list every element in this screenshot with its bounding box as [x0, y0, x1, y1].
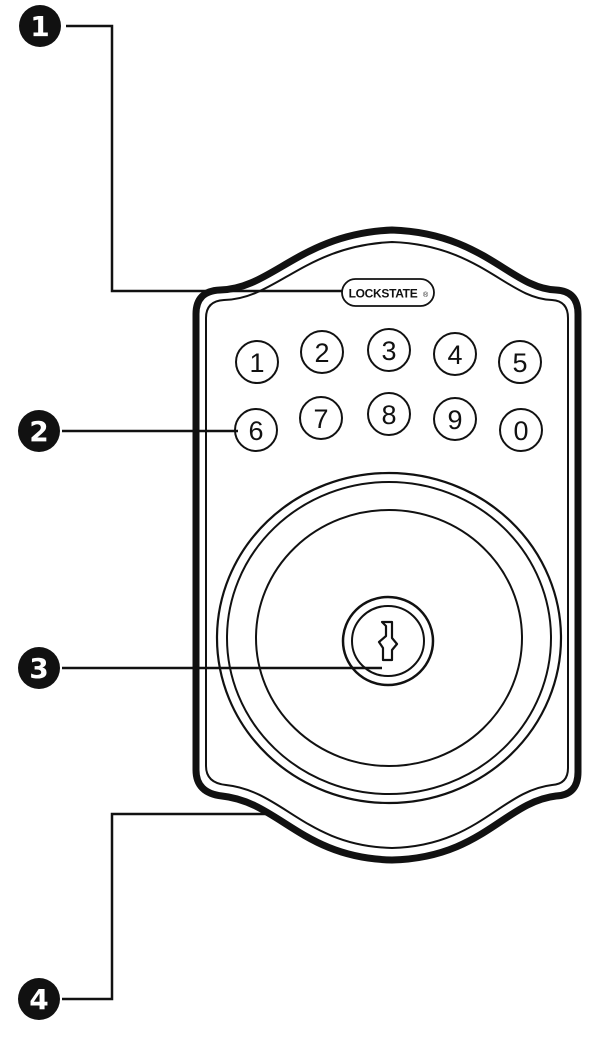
keypad-button-label: 2 — [314, 338, 329, 368]
keypad-button-label: 0 — [513, 416, 528, 446]
cylinder-inner-ring — [351, 605, 425, 677]
escutcheon-inner-outline — [205, 240, 569, 850]
callout-marker — [18, 410, 60, 452]
keypad-button-label: 7 — [313, 404, 328, 434]
logo-badge — [341, 278, 435, 307]
callout-number: 3 — [29, 652, 48, 685]
keypad-button-0[interactable]: 0 — [499, 408, 543, 452]
rose-rings — [215, 471, 563, 805]
lockstate-logo: LOCKSTATE ® — [341, 278, 435, 307]
keypad-button-label: 6 — [248, 416, 263, 446]
callout-4: 4 — [18, 978, 60, 1020]
escutcheon-outer-outline — [192, 226, 582, 864]
keypad-button-label: 1 — [249, 348, 264, 378]
keypad: 1 2 3 4 5 6 7 8 — [234, 328, 543, 452]
keyway-icon — [377, 620, 399, 662]
keypad-button-4[interactable]: 4 — [433, 332, 477, 376]
callout-number: 4 — [29, 983, 48, 1016]
callout-number: 1 — [30, 10, 49, 43]
leader-lines — [62, 24, 382, 1001]
callout-marker — [18, 647, 60, 689]
keypad-button-label: 5 — [512, 348, 527, 378]
keypad-button-9[interactable]: 9 — [433, 397, 477, 441]
keypad-button-8[interactable]: 8 — [367, 392, 411, 436]
callout-number: 2 — [29, 415, 48, 448]
leader-line-4 — [62, 812, 273, 1001]
callout-2: 2 — [18, 410, 60, 452]
keypad-button-6[interactable]: 6 — [234, 408, 278, 452]
escutcheon — [192, 226, 582, 864]
rose-inner-ring — [255, 509, 523, 767]
logo-text: LOCKSTATE — [349, 287, 418, 301]
rose-middle-ring — [226, 481, 552, 795]
callout-1: 1 — [19, 5, 61, 47]
keypad-button-7[interactable]: 7 — [299, 396, 343, 440]
keypad-button-label: 9 — [447, 405, 462, 435]
keypad-button-1[interactable]: 1 — [235, 340, 279, 384]
callout-3: 3 — [18, 647, 60, 689]
logo-registered-mark: ® — [423, 291, 429, 299]
key-cylinder[interactable] — [341, 595, 435, 687]
rose-outer-ring — [215, 471, 563, 805]
keypad-button-5[interactable]: 5 — [498, 340, 542, 384]
keypad-button-2[interactable]: 2 — [300, 330, 344, 374]
keypad-button-label: 4 — [447, 340, 462, 370]
callout-marker — [19, 5, 61, 47]
keypad-button-label: 8 — [381, 400, 396, 430]
keypad-button-label: 3 — [381, 336, 396, 366]
leader-line-1 — [66, 24, 342, 293]
keypad-button-3[interactable]: 3 — [367, 328, 411, 372]
callout-marker — [18, 978, 60, 1020]
